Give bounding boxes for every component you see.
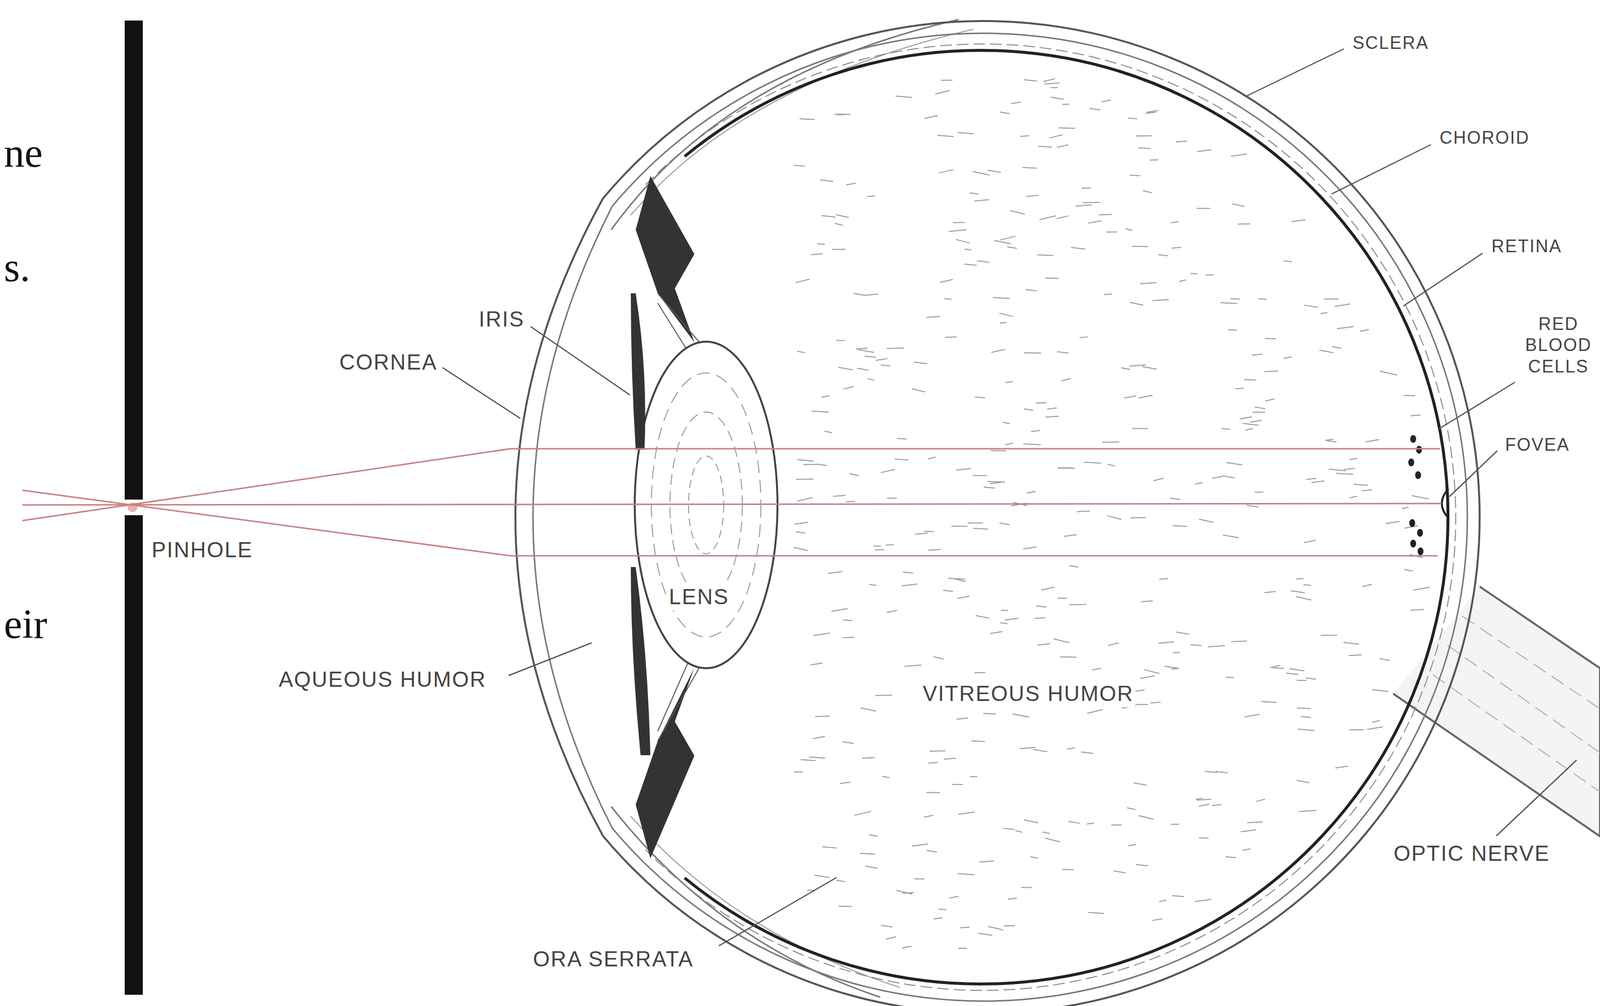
iris-part <box>630 293 646 450</box>
cornea-inner <box>533 206 613 829</box>
part-label: FOVEA <box>1503 433 1572 457</box>
part-label: AQUEOUS HUMOR <box>276 666 489 694</box>
cornea-outer <box>515 198 603 837</box>
pinhole-screen <box>124 515 143 996</box>
iris-part <box>630 567 651 756</box>
part-label: SCLERA <box>1350 31 1431 55</box>
sclera-outline <box>602 21 1480 1006</box>
eyelid-line <box>611 19 959 230</box>
part-label: CORNEA <box>337 348 440 377</box>
blood-cells <box>1408 435 1424 556</box>
slide-text-fragment: s. <box>1 242 33 294</box>
leader-lines <box>442 48 1577 947</box>
slide-text-fragment: ne <box>1 127 45 179</box>
fovea-pit <box>1442 488 1449 519</box>
optic-nerve <box>1393 586 1600 837</box>
slide-text-fragment: eir <box>1 599 50 651</box>
pinhole-glow <box>127 502 138 513</box>
part-label: CHOROID <box>1437 126 1532 150</box>
part-label: OPTIC NERVE <box>1391 840 1552 868</box>
part-label: VITREOUS HUMOR <box>920 680 1136 709</box>
retina-line <box>684 50 1448 985</box>
nerve-fibres <box>1432 616 1600 793</box>
ciliary-body <box>635 176 695 343</box>
part-label: ORA SERRATA <box>531 945 696 974</box>
part-label: IRIS <box>476 305 527 334</box>
sclera-inner <box>612 33 1468 1002</box>
part-label: RETINA <box>1489 234 1564 258</box>
part-label: RED BLOOD CELLS <box>1519 312 1598 378</box>
pinhole-screen <box>124 20 143 500</box>
part-label: LENS <box>666 583 732 612</box>
part-label: PINHOLE <box>149 536 255 565</box>
vitreous-texture <box>793 78 1430 949</box>
